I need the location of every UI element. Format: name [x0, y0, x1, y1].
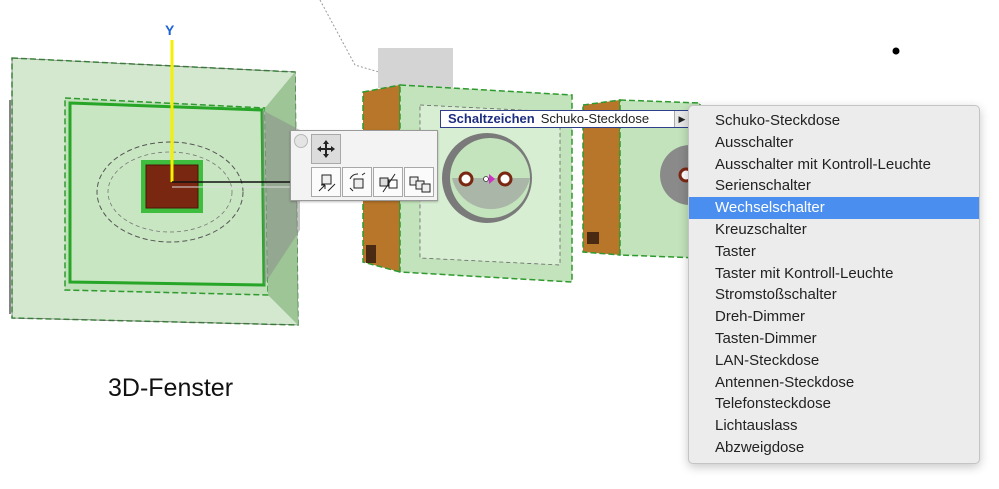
menu-item[interactable]: Serienschalter — [715, 177, 811, 195]
menu-item[interactable]: Abzweigdose — [715, 438, 805, 456]
multiply-button[interactable] — [404, 167, 434, 197]
menu-item[interactable]: Wechselschalter — [689, 197, 979, 219]
menu-item[interactable]: Taster — [715, 242, 756, 260]
menu-item[interactable]: Lichtauslass — [715, 417, 798, 435]
y-axis-label: Y — [165, 22, 175, 38]
mirror-button[interactable] — [373, 167, 403, 197]
drag-copy-icon — [318, 174, 336, 192]
menu-item[interactable]: Telefonsteckdose — [715, 395, 831, 413]
menu-item[interactable]: Kreuzschalter — [715, 220, 807, 238]
submenu-arrow-icon[interactable]: ▶ — [674, 111, 689, 127]
rotate-icon — [349, 172, 366, 192]
menu-item[interactable]: Tasten-Dimmer — [715, 329, 817, 347]
menu-item[interactable]: Ausschalter mit Kontroll-Leuchte — [715, 155, 931, 173]
3d-outlet-middle[interactable] — [362, 48, 573, 283]
3d-switch-frame-left[interactable] — [9, 57, 300, 326]
mirror-icon — [379, 173, 398, 193]
menu-item[interactable]: Schuko-Steckdose — [715, 112, 841, 129]
drag-copy-button[interactable] — [311, 167, 341, 197]
multiply-icon — [409, 176, 431, 193]
cursor-point — [892, 47, 900, 55]
info-tag-value[interactable]: Schuko-Steckdose — [540, 111, 650, 126]
palette-close-dot[interactable] — [294, 134, 308, 148]
move-icon — [317, 140, 335, 158]
menu-item[interactable]: Taster mit Kontroll-Leuchte — [715, 264, 894, 282]
menu-item[interactable]: Stromstoßschalter — [715, 286, 837, 304]
move-button[interactable] — [311, 134, 341, 164]
caption-3d-window: 3D-Fenster — [108, 374, 234, 402]
menu-item[interactable]: Antennen-Steckdose — [715, 373, 855, 391]
menu-item[interactable]: Dreh-Dimmer — [715, 308, 805, 326]
menu-item[interactable]: LAN-Steckdose — [715, 351, 820, 369]
rotate-button[interactable] — [342, 167, 372, 197]
pet-palette — [290, 130, 438, 201]
info-tag-label: Schaltzeichen — [448, 111, 535, 126]
info-tag-switch-symbol[interactable]: Schaltzeichen Schuko-Steckdose ▶ — [440, 110, 690, 128]
menu-item[interactable]: Ausschalter — [715, 133, 794, 151]
